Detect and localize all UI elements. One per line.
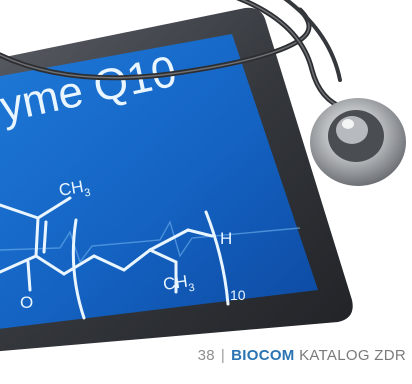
catalog-title: KATALOG ZDR xyxy=(299,347,406,364)
brand-name: BIOCOM xyxy=(231,347,295,364)
label-repeat: 10 xyxy=(230,287,246,303)
label-o: O xyxy=(20,293,33,312)
footer-separator: | xyxy=(220,347,226,364)
label-ch3-top: CH3 xyxy=(57,176,91,204)
page-number: 38 xyxy=(197,347,215,364)
stethoscope xyxy=(0,0,347,111)
molecule-diagram xyxy=(0,196,230,320)
page-footer: 38 | BIOCOM KATALOG ZDR xyxy=(198,347,406,364)
label-ch3-bottom: CH3 xyxy=(162,271,196,298)
tablet-screen xyxy=(0,34,318,329)
label-h: H xyxy=(220,229,232,248)
ecg-line xyxy=(0,220,301,264)
